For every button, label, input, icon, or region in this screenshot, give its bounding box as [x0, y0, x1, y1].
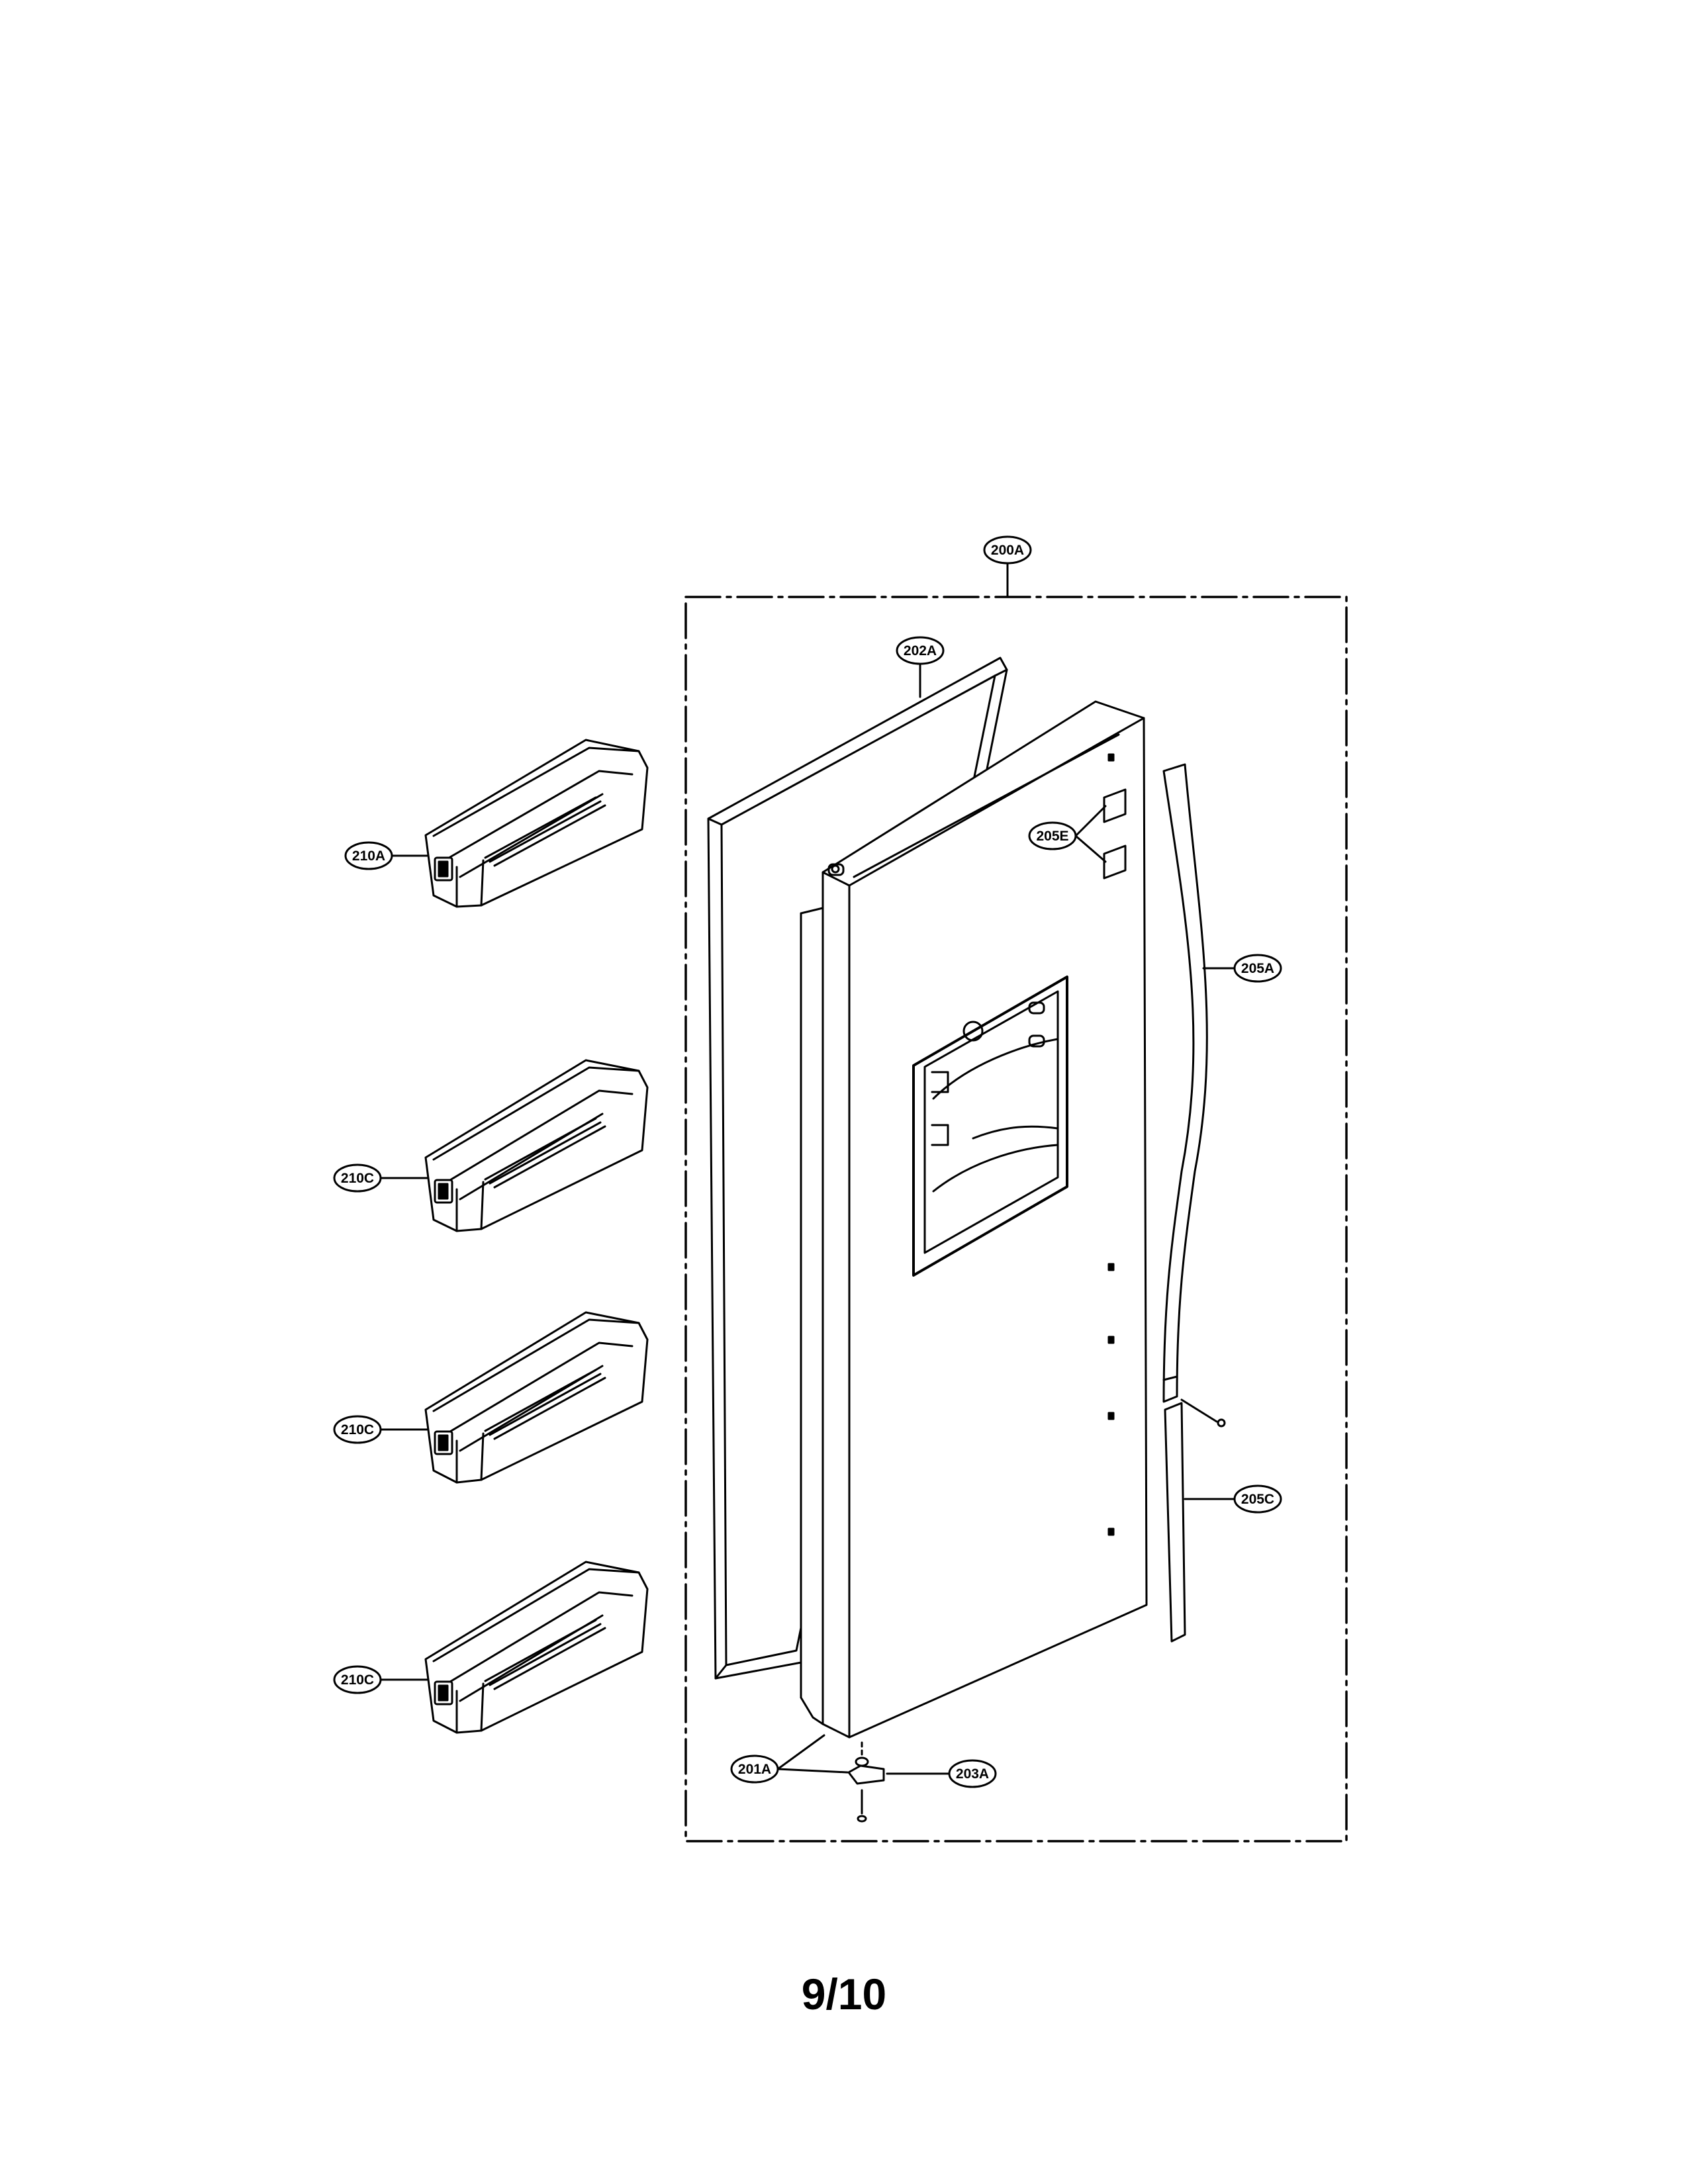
door-basket-210c-2 [379, 1311, 649, 1484]
callout-201a: 201A [730, 1754, 779, 1784]
callout-205c: 205C [1233, 1484, 1282, 1514]
callout-200a: 200A [983, 535, 1032, 565]
svg-text:210C: 210C [341, 1171, 374, 1186]
callout-205a: 205A [1233, 954, 1282, 983]
door-basket-210a [391, 739, 649, 908]
callout-203a: 203A [948, 1759, 997, 1788]
leader-205e-b [1074, 835, 1107, 863]
door-handle [1162, 763, 1236, 1643]
callout-210c-1: 210C [333, 1163, 382, 1193]
lower-hinge [776, 1734, 951, 1823]
leader-201a-b [776, 1768, 849, 1774]
svg-text:200A: 200A [991, 543, 1024, 558]
callout-205e: 205E [1028, 821, 1077, 850]
svg-text:210C: 210C [341, 1422, 374, 1437]
leader-201a-a [776, 1734, 825, 1770]
assembly-boundary [684, 596, 1348, 1843]
svg-text:201A: 201A [738, 1762, 771, 1777]
door-panel [800, 700, 1148, 1739]
svg-text:210A: 210A [352, 848, 385, 864]
callout-202a: 202A [896, 636, 945, 665]
callout-210a: 210A [344, 841, 393, 870]
leader-205e-a [1074, 805, 1107, 837]
callout-210c-3: 210C [333, 1665, 382, 1694]
svg-text:205C: 205C [1241, 1492, 1274, 1507]
svg-text:205E: 205E [1036, 829, 1068, 844]
svg-text:210C: 210C [341, 1672, 374, 1688]
door-basket-210c-1 [379, 1059, 649, 1232]
svg-text:205A: 205A [1241, 961, 1274, 976]
page-number: 9/10 [801, 1970, 887, 2019]
svg-text:202A: 202A [904, 643, 937, 659]
callout-210c-2: 210C [333, 1415, 382, 1444]
svg-text:203A: 203A [956, 1766, 989, 1782]
door-basket-210c-3 [379, 1561, 649, 1734]
